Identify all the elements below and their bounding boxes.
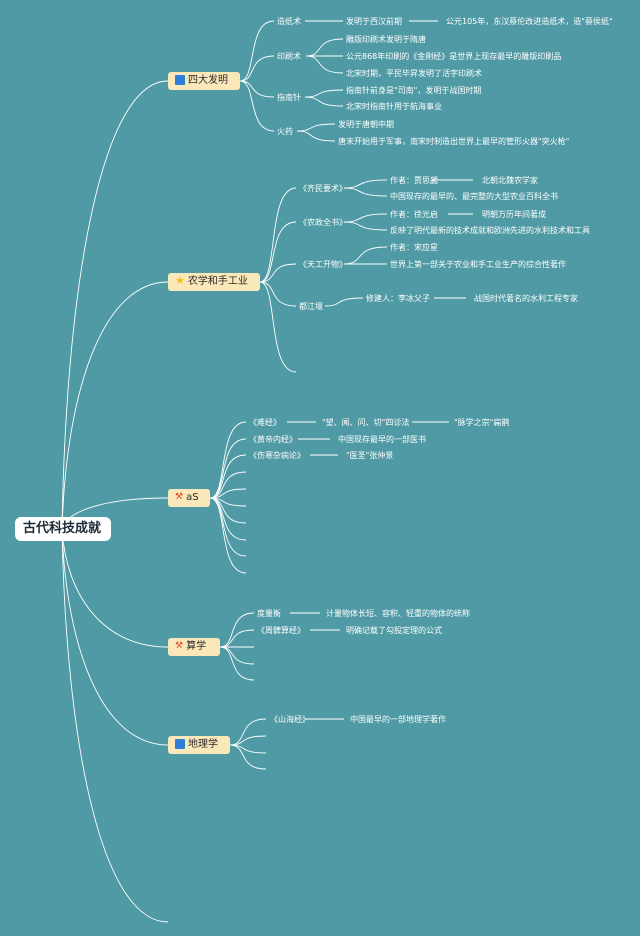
topic-branch-line — [324, 297, 364, 307]
flag-icon — [175, 739, 185, 749]
flag-icon — [175, 75, 185, 85]
root-branch-line — [61, 281, 169, 530]
topic-branch-line — [343, 179, 388, 189]
topic-duliangheng[interactable]: 度量衡 — [257, 609, 281, 618]
category-branch-line — [229, 744, 267, 770]
detail-node[interactable]: "脉学之宗"扁鹊 — [454, 418, 510, 427]
topic-huangdineijing[interactable]: 《黄帝内经》 — [249, 435, 297, 444]
detail-node[interactable]: 中国最早的一部地理学著作 — [350, 715, 446, 724]
detail-node[interactable]: 公元105年，东汉蔡伦改进造纸术，造"蔡侯纸" — [446, 17, 613, 26]
detail-node[interactable]: 计量物体长短、容积、轻重的物体的统称 — [326, 609, 470, 618]
topic-branch-line — [304, 96, 344, 107]
category-label: 四大发明 — [188, 75, 228, 86]
topic-nanjing[interactable]: 《难经》 — [249, 418, 281, 427]
detail-node[interactable]: 明确记载了勾股定理的公式 — [346, 626, 442, 635]
category-branch-line — [209, 497, 247, 574]
topic-papermaking[interactable]: 造纸术 — [277, 17, 301, 26]
topic-zhoubisuanjing[interactable]: 《周髀算经》 — [257, 626, 305, 635]
star-icon: ★ — [175, 274, 185, 287]
category-node-math[interactable]: ⚒算学 — [168, 638, 220, 656]
detail-node[interactable]: 反映了明代最新的技术成就和欧洲先进的水利技术和工具 — [390, 226, 590, 235]
detail-node[interactable]: 公元868年印刷的《金刚经》是世界上现存最早的雕版印刷品 — [346, 52, 562, 61]
topic-tiangongkaiwu[interactable]: 《天工开物》 — [299, 260, 347, 269]
category-branch-line — [219, 612, 255, 648]
topic-nongzhengquanshu[interactable]: 《农政全书》 — [299, 218, 347, 227]
topic-printing[interactable]: 印刷术 — [277, 52, 301, 61]
topic-branch-line — [343, 187, 388, 197]
category-node-inventions[interactable]: 四大发明 — [168, 72, 240, 90]
category-node-medicine[interactable]: ⚒aS — [168, 489, 210, 507]
category-branch-line — [209, 497, 247, 557]
tools-icon: ⚒ — [175, 641, 184, 651]
detail-node[interactable]: 雕版印刷术发明于隋唐 — [346, 35, 426, 44]
category-node-agriculture[interactable]: ★农学和手工业 — [168, 273, 260, 291]
topic-dujiangyan[interactable]: 都江堰 — [299, 302, 323, 311]
category-branch-line — [259, 263, 297, 283]
category-branch-line — [209, 438, 247, 499]
tools-icon: ⚒ — [175, 492, 184, 502]
root-branch-line — [61, 528, 169, 746]
topic-shanhaijing[interactable]: 《山海经》 — [270, 715, 310, 724]
detail-node[interactable]: 北宋时指南针用于航海事业 — [346, 102, 442, 111]
root-node[interactable]: 古代科技成就 — [15, 517, 111, 541]
category-label: 算学 — [186, 641, 207, 652]
detail-node[interactable]: 中国现存的最早的、最完整的大型农业百科全书 — [390, 192, 558, 201]
topic-qiminyaoshu[interactable]: 《齐民要术》 — [299, 184, 347, 193]
detail-node[interactable]: 作者：徐光启 — [390, 210, 438, 219]
category-branch-line — [239, 55, 275, 82]
category-branch-line — [209, 488, 247, 499]
category-branch-line — [219, 629, 255, 648]
topic-compass[interactable]: 指南针 — [277, 93, 301, 102]
detail-node[interactable]: 指南针前身是"司南"，发明于战国时期 — [346, 86, 482, 95]
category-branch-line — [239, 20, 275, 82]
category-branch-line — [209, 421, 247, 499]
detail-node[interactable]: 作者：贾思勰 — [390, 176, 438, 185]
topic-branch-line — [343, 213, 388, 223]
detail-node[interactable]: 发明于唐朝中期 — [338, 120, 394, 129]
detail-node[interactable]: 世界上第一部关于农业和手工业生产的综合性著作 — [390, 260, 566, 269]
topic-branch-line — [296, 130, 336, 142]
category-branch-line — [229, 718, 267, 746]
root-branch-line — [61, 528, 169, 923]
topic-branch-line — [343, 221, 388, 231]
topic-shanghanzabinglun[interactable]: 《伤寒杂病论》 — [249, 451, 305, 460]
category-branch-line — [259, 187, 297, 283]
category-branch-line — [259, 281, 297, 307]
detail-node[interactable]: 修建人：李冰父子 — [366, 294, 430, 303]
detail-node[interactable]: 明朝万历年间著成 — [482, 210, 546, 219]
topic-branch-line — [343, 246, 388, 265]
detail-node[interactable]: 北宋时期，平民毕昇发明了活字印刷术 — [346, 69, 482, 78]
detail-node[interactable]: 中国现存最早的一部医书 — [338, 435, 426, 444]
topic-branch-line — [305, 38, 344, 57]
detail-node[interactable]: 唐末开始用于军事，南宋时制造出世界上最早的管形火器"突火枪" — [338, 137, 570, 146]
root-branch-line — [61, 528, 169, 648]
detail-node[interactable]: 作者：宋应星 — [390, 243, 438, 252]
topic-gunpowder[interactable]: 火药 — [277, 127, 293, 136]
topic-branch-line — [296, 123, 336, 132]
detail-node[interactable]: "望、闻、问、切"四诊法 — [322, 418, 410, 427]
detail-node[interactable]: 发明于西汉前期 — [346, 17, 402, 26]
category-branch-line — [239, 80, 275, 132]
detail-node[interactable]: "医圣"张仲景 — [346, 451, 394, 460]
category-branch-line — [219, 646, 255, 665]
category-label: 农学和手工业 — [187, 276, 248, 287]
topic-branch-line — [305, 55, 344, 74]
detail-node[interactable]: 战国时代著名的水利工程专家 — [474, 294, 578, 303]
category-node-geography[interactable]: 地理学 — [168, 736, 230, 754]
category-label: aS — [186, 492, 199, 503]
category-branch-line — [219, 646, 255, 681]
category-branch-line — [259, 281, 297, 373]
category-label: 地理学 — [188, 739, 218, 750]
topic-branch-line — [304, 89, 344, 98]
detail-node[interactable]: 北朝北魏农学家 — [482, 176, 538, 185]
category-branch-line — [259, 221, 297, 283]
category-branch-line — [229, 735, 267, 746]
root-branch-line — [61, 80, 169, 530]
